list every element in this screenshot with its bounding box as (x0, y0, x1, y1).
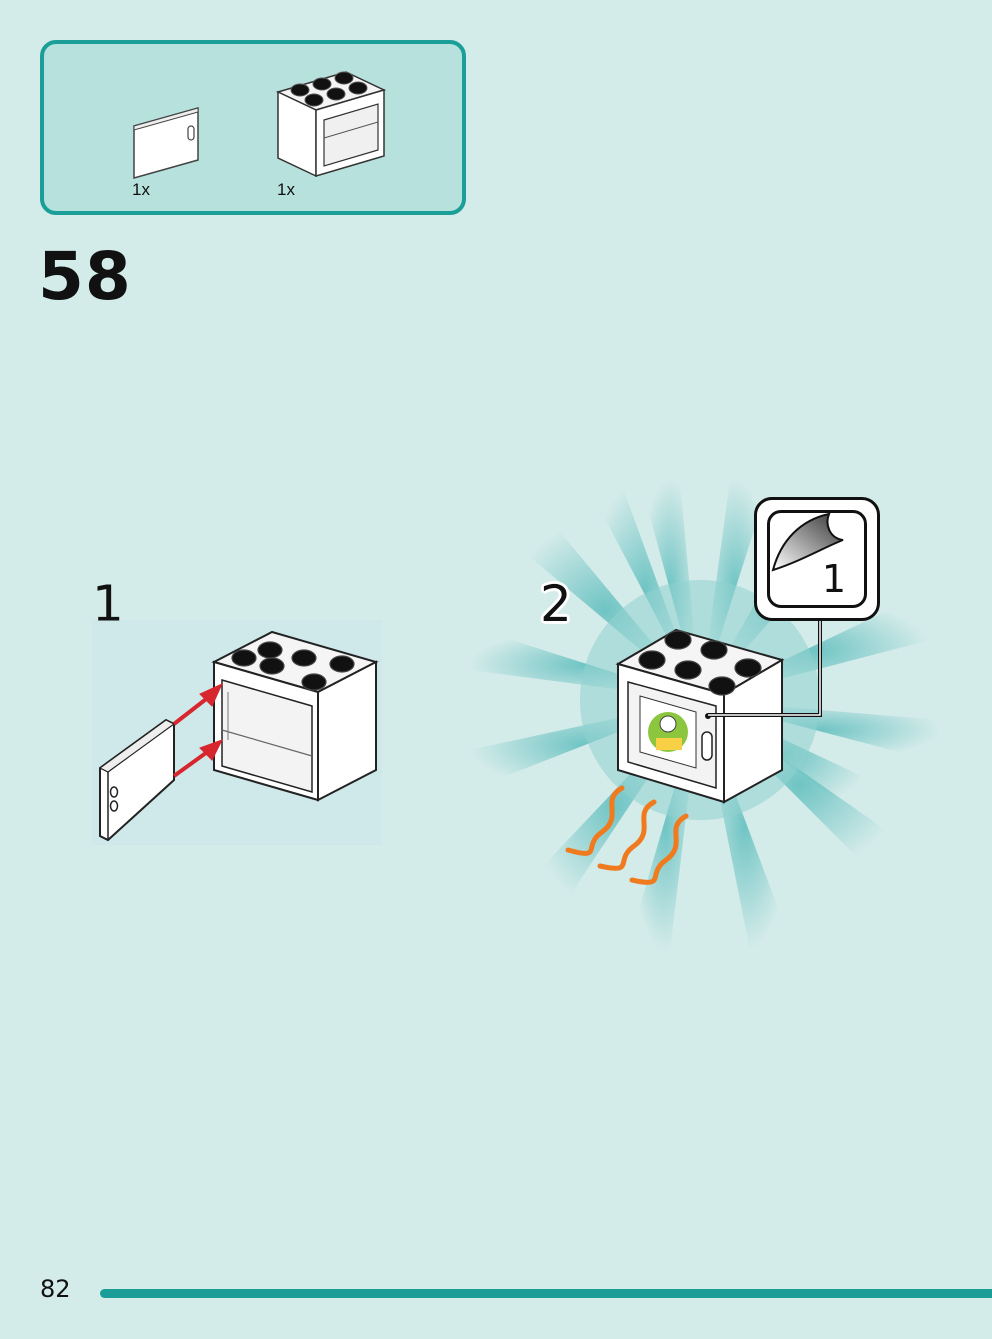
sticker-leader-line (708, 620, 822, 717)
step-number: 58 (38, 238, 132, 315)
substep-2-oven-illustration (615, 628, 785, 804)
parts-list-box: 1x 1x (40, 40, 466, 215)
heat-waves-icon (565, 785, 689, 885)
page-number: 82 (40, 1275, 71, 1303)
cupboard-brick-quantity: 1x (277, 180, 295, 199)
door-panel-part (133, 107, 199, 179)
substep-2-label: 2 (540, 575, 572, 633)
door-panel-quantity: 1x (132, 180, 150, 199)
progress-bar (100, 1289, 992, 1298)
sticker-number: 1 (821, 557, 846, 601)
substep-1-illustration (92, 620, 382, 845)
cupboard-brick-part (275, 71, 387, 178)
sticker-icon: 1 (767, 510, 867, 608)
sticker-callout: 1 (754, 497, 880, 621)
